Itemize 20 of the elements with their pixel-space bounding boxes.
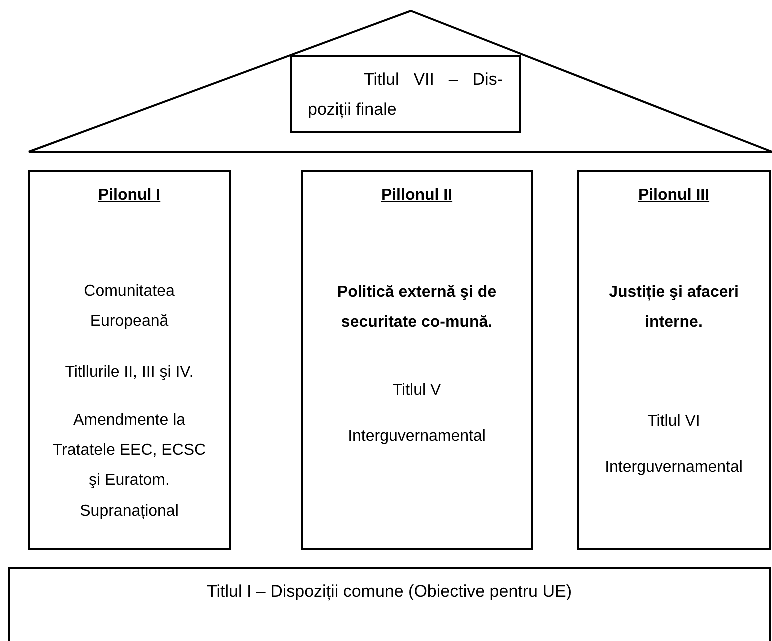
- pillar-text: Amendmente la Tratatele EEC, ECSC şi Euratom.: [52, 411, 207, 491]
- pillar-text: Titlul V: [392, 381, 442, 401]
- pillar-box: [28, 170, 231, 550]
- pillar-text: Justiție şi afaceri interne.: [608, 283, 740, 333]
- pillar-heading: Pillonul II: [380, 186, 454, 206]
- pillar-heading: Pilonul I: [97, 186, 162, 206]
- pillar-text: Interguvernamental: [347, 427, 487, 447]
- pillar-box: [301, 170, 533, 550]
- pillar-text: Titllurile II, III şi IV.: [64, 363, 195, 383]
- pillar-text: Comunitatea Europeană: [83, 282, 176, 332]
- pillar-heading: Pilonul III: [637, 186, 711, 206]
- pillar-text: Interguvernamental: [604, 458, 744, 478]
- pillar-text: Supranațional: [79, 502, 180, 522]
- base-text: Titlul I – Dispoziții comune (Obiective pentru UE): [206, 581, 573, 603]
- roof-triangle: [28, 10, 772, 153]
- base-box: [8, 567, 771, 641]
- pillar-text: Titlul VI: [646, 412, 702, 432]
- pillar-box: [577, 170, 771, 550]
- pillar-text: Politică externă şi de securitate co-mună.: [336, 283, 498, 333]
- box-text: Titlul VII – Dis-poziții finale: [308, 69, 503, 121]
